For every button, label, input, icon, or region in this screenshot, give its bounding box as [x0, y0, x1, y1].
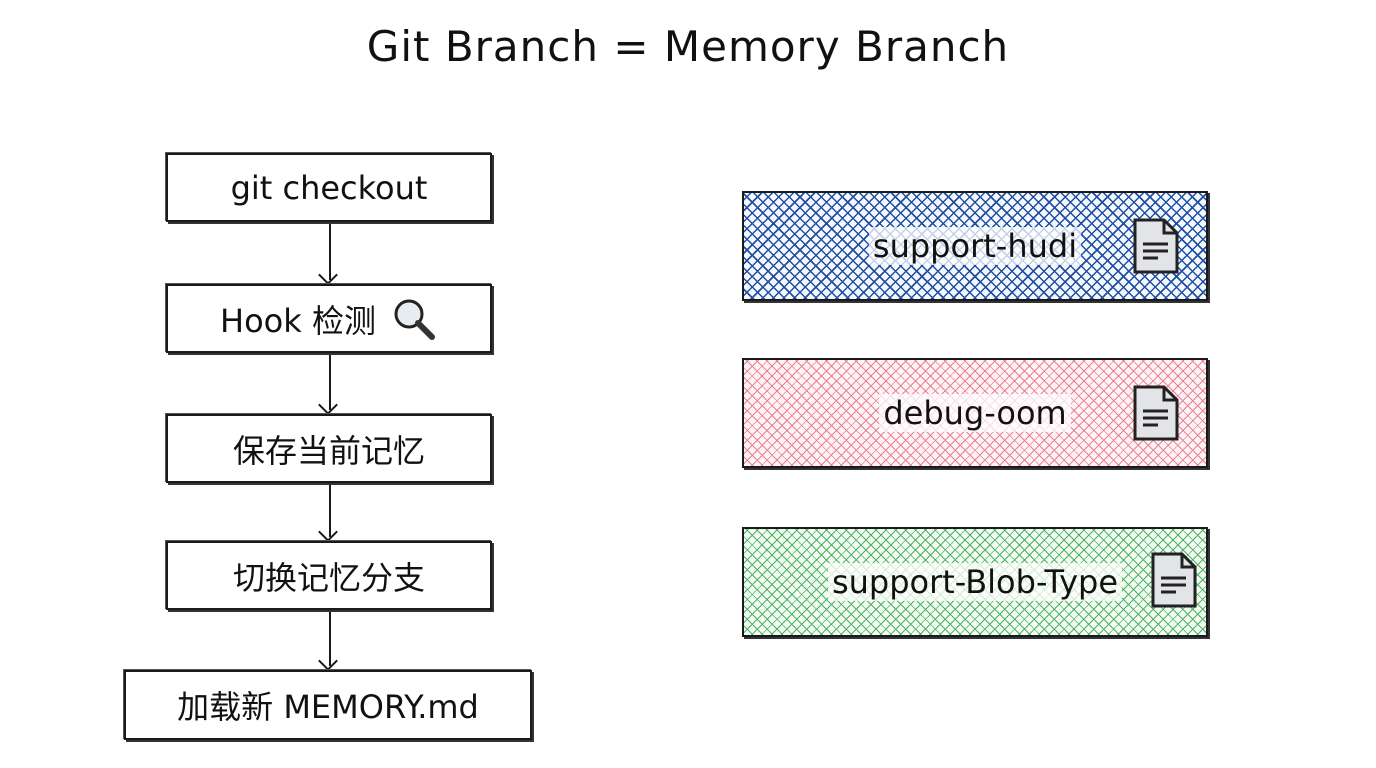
document-icon	[1151, 552, 1197, 608]
branch-label: support-hudi	[868, 227, 1082, 265]
branch-debug-oom: debug-oom	[742, 358, 1208, 468]
magnifier-icon	[394, 299, 435, 340]
step-git-checkout: git checkout	[166, 153, 492, 222]
step-label: 切换记忆分支	[232, 558, 425, 597]
step-label: 保存当前记忆	[232, 431, 425, 470]
flow-arrow	[329, 224, 331, 280]
flow-arrow	[329, 485, 331, 537]
step-hook-detect: Hook 检测	[166, 284, 492, 353]
branch-support-hudi: support-hudi	[742, 191, 1208, 301]
step-load-memory: 加载新 MEMORY.md	[124, 670, 532, 740]
branch-label: support-Blob-Type	[827, 563, 1123, 601]
flow-arrow	[329, 612, 331, 666]
branch-support-blob-type: support-Blob-Type	[742, 527, 1208, 637]
step-save-memory: 保存当前记忆	[166, 414, 492, 483]
document-icon	[1133, 385, 1179, 441]
step-label: 加载新 MEMORY.md	[177, 688, 479, 726]
flow-arrow	[329, 355, 331, 410]
step-label: Hook 检测	[220, 301, 376, 340]
branch-label: debug-oom	[879, 394, 1071, 432]
diagram-title: Git Branch = Memory Branch	[366, 22, 1010, 71]
step-label: git checkout	[230, 168, 428, 207]
document-icon	[1133, 218, 1179, 274]
step-switch-branch: 切换记忆分支	[166, 541, 492, 610]
